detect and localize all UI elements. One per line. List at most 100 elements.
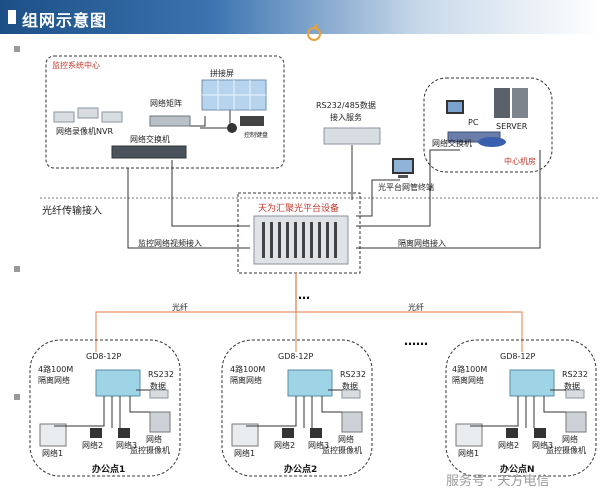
office2-data: 数据 [342, 382, 358, 391]
office3-isolated: 隔离网络 [452, 376, 484, 385]
rs232-service-device [323, 127, 381, 145]
isolated-access-label: 隔离网络接入 [398, 239, 446, 248]
office3-camera: 网络 [562, 435, 578, 444]
office-box [29, 339, 181, 477]
platform-chassis [253, 215, 349, 265]
router-icon [478, 137, 506, 147]
central-switch-label: 网络交换机 [432, 139, 472, 148]
platform-box [237, 192, 361, 274]
dome-camera [227, 123, 237, 133]
office1-rs232: RS232 [148, 370, 174, 379]
office2-name: 办公点2 [284, 465, 318, 475]
office1-net2: 网络2 [82, 441, 104, 450]
pc-net3 [310, 428, 322, 438]
pc-net2 [282, 428, 294, 438]
ellipsis-mid: …… [404, 334, 428, 348]
platform-label: 天为汇聚光平台设备 [258, 204, 340, 214]
office-devices-2 [231, 369, 363, 447]
pc-net1 [231, 423, 259, 447]
office-devices-3 [455, 369, 587, 447]
pc-net3 [534, 428, 546, 438]
gd8-device [95, 369, 141, 397]
fiber-label-1: 光纤 [172, 303, 188, 312]
pc-net2 [506, 428, 518, 438]
title-bullet [8, 10, 16, 24]
bullet-dot [14, 46, 20, 52]
office3-rs232: RS232 [562, 370, 588, 379]
gd8-device [509, 369, 555, 397]
central-switch [447, 131, 501, 143]
office2-device: GD8-12P [278, 352, 314, 361]
camera-icon [565, 411, 587, 433]
rs232-device [149, 389, 169, 399]
office2-net1: 网络1 [234, 449, 256, 458]
rs232-service-line2: 接入服务 [330, 113, 362, 122]
nvr-devices [53, 107, 123, 123]
video-access-label: 监控网络视频接入 [138, 239, 202, 248]
camera-icon [341, 411, 363, 433]
office2-ports: 4路100M [230, 365, 266, 374]
office2-rs232: RS232 [340, 370, 366, 379]
title-bar [0, 0, 602, 34]
office-devices-1 [39, 369, 171, 447]
monitor-switch-label: 网络交换机 [130, 135, 170, 144]
monitor-switch [111, 145, 187, 159]
rs232-device [565, 389, 585, 399]
rs232-device [341, 389, 361, 399]
pc-net1 [455, 423, 483, 447]
fiber-access-label: 光纤传输接入 [42, 206, 102, 217]
page-title: 组网示意图 [22, 11, 108, 30]
rs232-service-line1: RS232/485数据 [316, 101, 376, 110]
office1-device: GD8-12P [86, 352, 122, 361]
monitor-center-title: 监控系统中心 [52, 61, 100, 70]
office1-isolated: 隔离网络 [38, 376, 70, 385]
office3-name: 办公点N [500, 465, 535, 475]
office1-net3: 网络3 [116, 441, 138, 450]
nvr-label: 网络录像机NVR [56, 127, 114, 136]
camera-icon [149, 411, 171, 433]
watermark: 服务号 · 天方电信 [446, 474, 550, 489]
office1-camera: 网络 [146, 435, 162, 444]
video-wall [201, 79, 267, 111]
office1-name: 办公点1 [92, 465, 126, 475]
office3-ports: 4路100M [452, 365, 488, 374]
network-matrix [149, 115, 191, 127]
office3-net1: 网络1 [458, 449, 480, 458]
office2-net2: 网络2 [274, 441, 296, 450]
office3-device: GD8-12P [500, 352, 536, 361]
office2-camera: 网络 [338, 435, 354, 444]
office1-ports: 4路100M [38, 365, 74, 374]
central-room-title: 中心机房 [504, 157, 536, 166]
monitor-center-box [45, 55, 285, 169]
pc-icon [446, 100, 464, 114]
office2-isolated: 隔离网络 [230, 376, 262, 385]
refresh-icon [307, 23, 321, 41]
office3-net2: 网络2 [498, 441, 520, 450]
pc-net1 [39, 423, 67, 447]
pc-net3 [118, 428, 130, 438]
office-box [445, 339, 597, 477]
pc-net2 [90, 428, 102, 438]
central-pc-label: PC [468, 118, 479, 127]
office2-net3: 网络3 [308, 441, 330, 450]
server-icon [494, 88, 528, 118]
nms-terminal-label: 光平台网管终端 [378, 183, 434, 192]
ellipsis-top: … [298, 288, 310, 302]
video-wall-label: 拼接屏 [210, 69, 234, 78]
office2-camera2: 监控摄像机 [322, 446, 362, 455]
matrix-label: 网络矩阵 [150, 99, 182, 108]
control-keyboard [240, 116, 264, 126]
nms-terminal-icon [392, 158, 414, 178]
keyboard-label: 控制键盘 [244, 132, 269, 139]
office1-data: 数据 [150, 382, 166, 391]
office1-camera2: 监控摄像机 [130, 446, 170, 455]
office-box [221, 339, 373, 477]
office3-net3: 网络3 [532, 441, 554, 450]
central-server-label: SERVER [496, 122, 528, 131]
gd8-device [287, 369, 333, 397]
bullet-dot [14, 394, 20, 400]
office3-camera2: 监控摄像机 [546, 446, 586, 455]
fiber-label-2: 光纤 [408, 303, 424, 312]
office1-net1: 网络1 [42, 449, 64, 458]
